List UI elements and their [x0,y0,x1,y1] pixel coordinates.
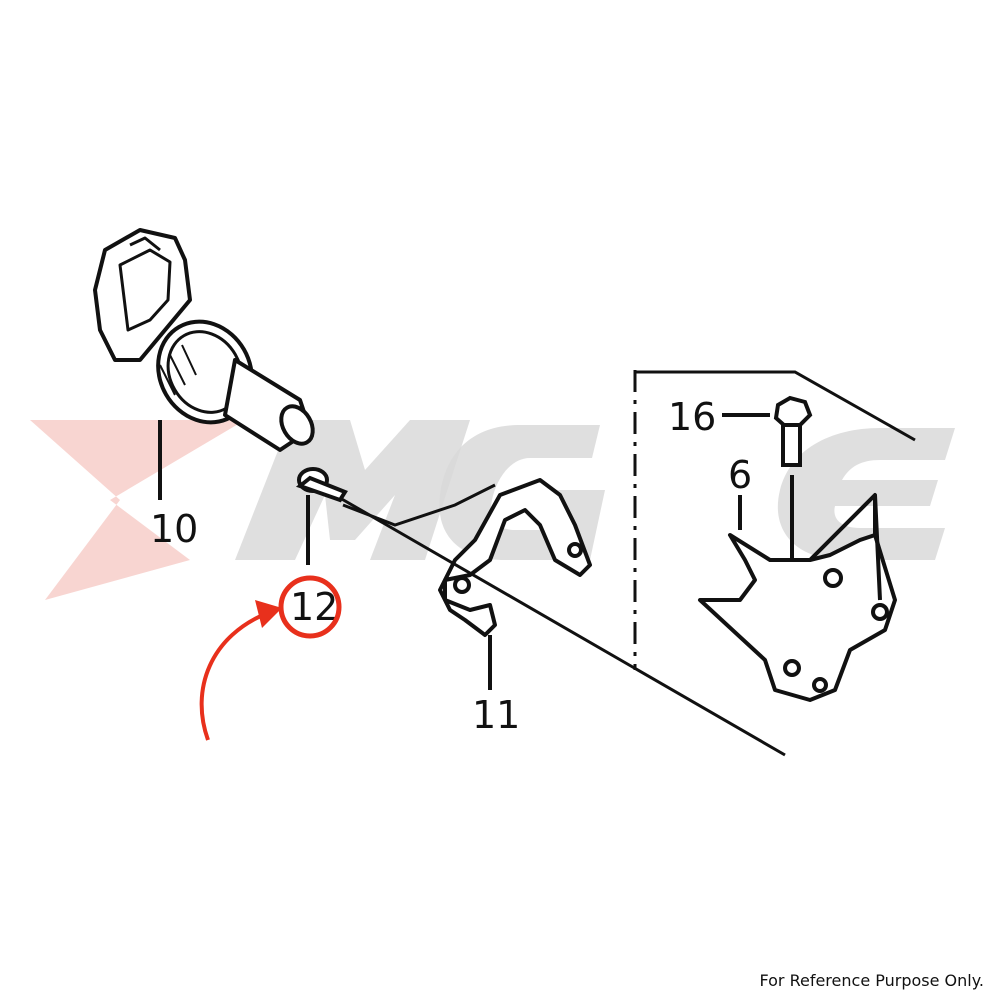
watermark-letter-e [777,428,955,560]
watermark-chevron [30,420,245,600]
leader-lines [339,370,916,757]
reference-footnote: For Reference Purpose Only. [759,971,985,990]
callout-11: 11 [472,693,520,737]
bolt-part-12 [295,467,348,565]
callout-16: 16 [668,395,716,439]
callout-12: 12 [290,585,338,629]
arrow-head-icon [255,600,282,628]
watermark-letter-m [235,420,470,560]
callout-10: 10 [150,507,198,551]
highlight-circle [278,575,342,639]
sensor-part-10 [93,228,315,500]
bracket-part-11 [438,478,592,690]
highlight-arrow [199,610,271,741]
bracket-part-6 [698,493,897,702]
callout-6: 6 [728,453,752,497]
